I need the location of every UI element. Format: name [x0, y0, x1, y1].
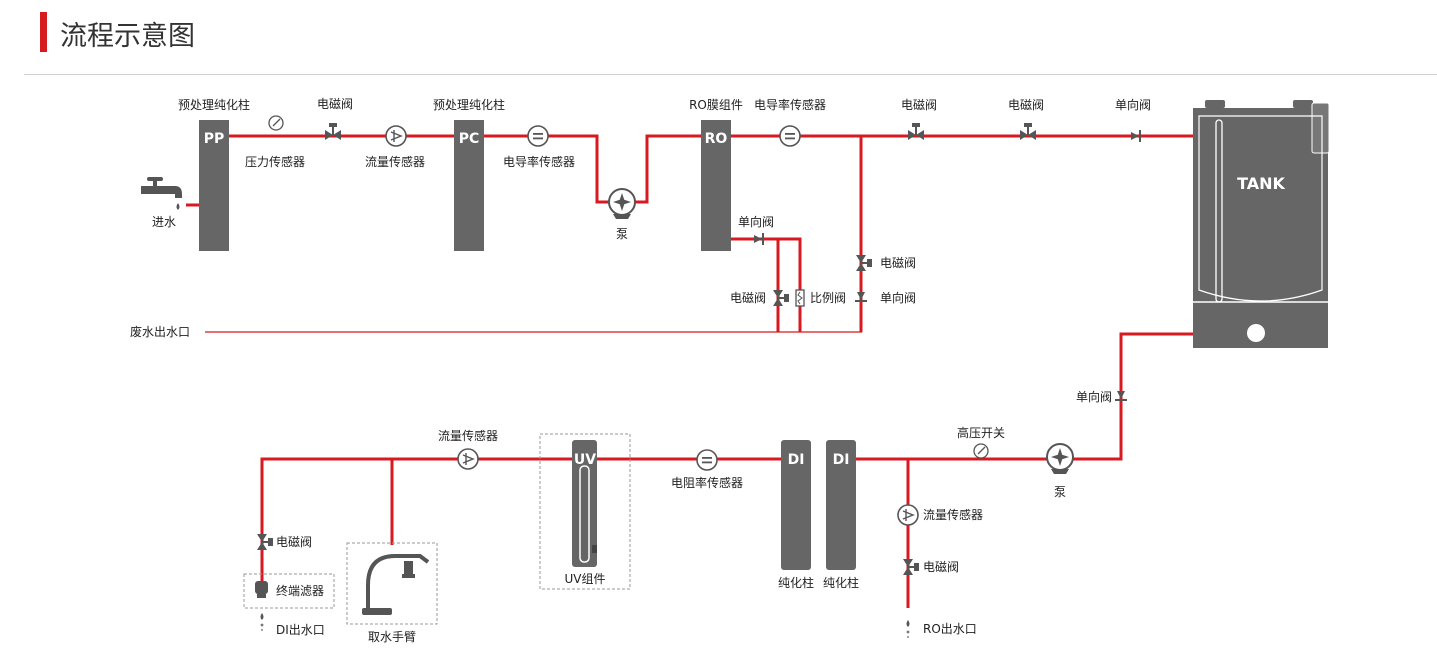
check-valve-icon [1131, 130, 1141, 142]
pump-icon [1046, 443, 1074, 475]
label-ro: RO膜组件 [689, 98, 743, 112]
svg-text:DI: DI [788, 452, 805, 468]
label-di-outlet: DI出水口 [276, 623, 325, 637]
header-accent-bar [40, 12, 47, 52]
terminal-filter [243, 573, 335, 609]
conductivity-sensor-icon [779, 125, 801, 147]
label-inlet: 进水 [152, 215, 176, 229]
label-solenoid-7: 电磁阀 [276, 534, 312, 549]
column-ro: RO [701, 120, 731, 251]
svg-text:TANK: TANK [1237, 174, 1285, 193]
label-flow-sensor-1: 流量传感器 [365, 154, 425, 169]
conductivity-sensor-icon [527, 125, 549, 147]
label-flow-sensor-2: 流量传感器 [923, 507, 983, 522]
label-check-valve-1: 单向阀 [1115, 97, 1151, 112]
water-drop-icon [260, 613, 264, 632]
uv-module: UV [539, 433, 631, 590]
label-solenoid-4: 电磁阀 [730, 290, 766, 305]
svg-text:RO: RO [705, 131, 728, 147]
resistivity-sensor-icon [696, 449, 718, 471]
pump-icon [608, 188, 636, 220]
dispense-arm [346, 542, 438, 625]
label-resistivity-sensor: 电阻率传感器 [671, 475, 743, 490]
label-di-1: 纯化柱 [778, 575, 814, 590]
label-check-valve-2: 单向阀 [738, 214, 774, 229]
label-check-valve-4: 单向阀 [1076, 389, 1112, 404]
solenoid-valve-icon [257, 534, 273, 550]
solenoid-valve-icon [856, 255, 872, 271]
pipes [186, 134, 1193, 608]
label-pc: 预处理纯化柱 [433, 97, 505, 112]
label-pump-2: 泵 [1054, 485, 1066, 499]
pipe-ro-reject [730, 237, 802, 332]
label-pump-1: 泵 [616, 227, 628, 241]
column-di-1: DI [781, 440, 811, 570]
diagram-labels: 预处理纯化柱 预处理纯化柱 RO膜组件 进水 压力传感器 电磁阀 流量传感器 电… [130, 96, 1151, 644]
column-pp: PP [199, 120, 229, 251]
svg-text:UV: UV [574, 452, 596, 468]
label-di-2: 纯化柱 [823, 575, 859, 590]
label-solenoid-5: 电磁阀 [880, 255, 916, 270]
water-drop-icon [906, 620, 910, 639]
storage-tank: TANK [1193, 100, 1330, 348]
svg-text:PC: PC [459, 131, 480, 147]
page-title: 流程示意图 [60, 21, 195, 52]
column-di-2: DI [826, 440, 856, 570]
label-terminal-filter: 终端滤器 [276, 583, 324, 598]
solenoid-valve-icon [773, 290, 789, 306]
flow-sensor-icon [457, 448, 479, 470]
label-solenoid-1: 电磁阀 [317, 96, 353, 111]
label-check-valve-3: 单向阀 [880, 290, 916, 305]
check-valve-icon [754, 233, 764, 245]
label-uv: UV组件 [565, 572, 606, 586]
flow-sensor-icon [897, 504, 919, 526]
pipe-pc-to-pump [484, 134, 702, 204]
svg-text:DI: DI [833, 452, 850, 468]
svg-text:PP: PP [204, 131, 225, 147]
label-high-pressure-switch: 高压开关 [957, 425, 1005, 440]
label-pp: 预处理纯化柱 [178, 97, 250, 112]
solenoid-valve-icon [903, 559, 919, 575]
label-solenoid-2: 电磁阀 [901, 97, 937, 112]
label-flow-sensor-3: 流量传感器 [438, 428, 498, 443]
label-ro-outlet: RO出水口 [923, 622, 977, 636]
flow-sensor-icon [385, 125, 407, 147]
pressure-sensor-icon [268, 115, 284, 131]
label-dispense-arm: 取水手臂 [368, 630, 416, 644]
label-waste-outlet: 废水出水口 [130, 324, 190, 339]
proportional-valve-icon [795, 289, 805, 307]
check-valve-icon [1115, 391, 1127, 401]
check-valve-icon [855, 292, 867, 302]
column-pc: PC [454, 120, 484, 251]
faucet-icon [141, 177, 182, 210]
label-conductivity-1: 电导率传感器 [503, 154, 575, 169]
high-pressure-switch-icon [973, 443, 989, 459]
header-divider [24, 74, 1437, 75]
label-pressure-sensor: 压力传感器 [245, 154, 305, 169]
thin-pipes [205, 238, 862, 333]
pipe-tank-to-pump2 [856, 332, 1193, 461]
label-solenoid-3: 电磁阀 [1008, 97, 1044, 112]
label-conductivity-2: 电导率传感器 [754, 97, 826, 112]
label-solenoid-6: 电磁阀 [923, 559, 959, 574]
label-proportional-valve: 比例阀 [810, 291, 846, 305]
